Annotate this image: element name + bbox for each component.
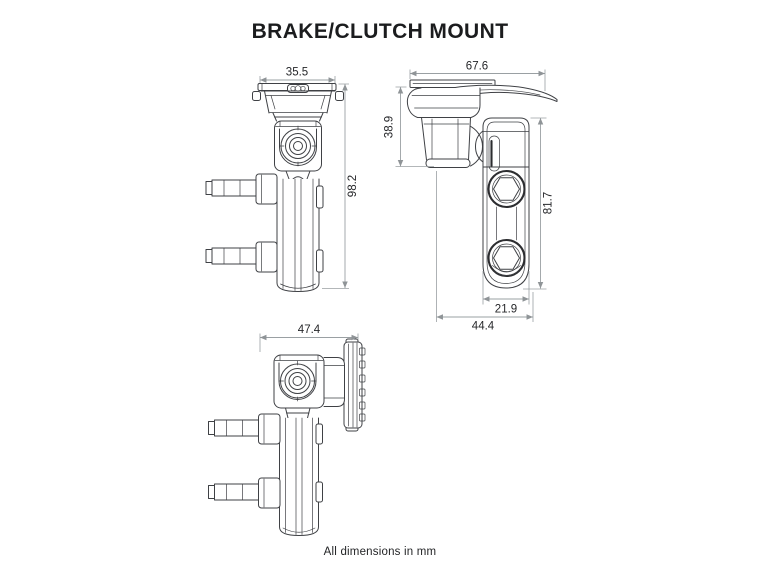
dim-label-35-5: 35.5 [286,67,308,79]
page-title: BRAKE/CLUTCH MOUNT [251,20,509,43]
tilted-view: 47.4 [208,324,366,536]
dim-front-top-width: 35.5 [259,67,336,83]
dim-label-44-4: 44.4 [472,321,495,333]
dim-label-47-4: 47.4 [298,324,321,336]
dim-side-top-width: 67.6 [409,61,546,91]
dim-label-21-9: 21.9 [495,304,517,316]
dim-front-overall-height: 98.2 [322,83,359,289]
dim-side-arm-length: 81.7 [523,117,555,290]
front-view-part-outline [205,83,344,292]
tilted-view-part-outline [208,338,366,536]
front-view: 35.5 98.2 [205,67,359,292]
dim-tilted-top-width: 47.4 [259,324,359,352]
dim-label-67-6: 67.6 [466,61,488,73]
dim-side-arm-width: 21.9 [482,271,530,316]
side-view-part-outline [406,79,558,289]
units-note: All dimensions in mm [323,546,437,558]
dim-side-overall-depth: 44.4 [436,171,534,333]
dim-side-mount-height: 38.9 [384,86,434,167]
dim-label-81-7: 81.7 [543,192,555,214]
dim-label-98-2: 98.2 [347,175,359,197]
side-view: 67.6 38.9 81.7 21.9 44.4 [384,61,558,333]
dim-label-38-9: 38.9 [384,116,396,138]
